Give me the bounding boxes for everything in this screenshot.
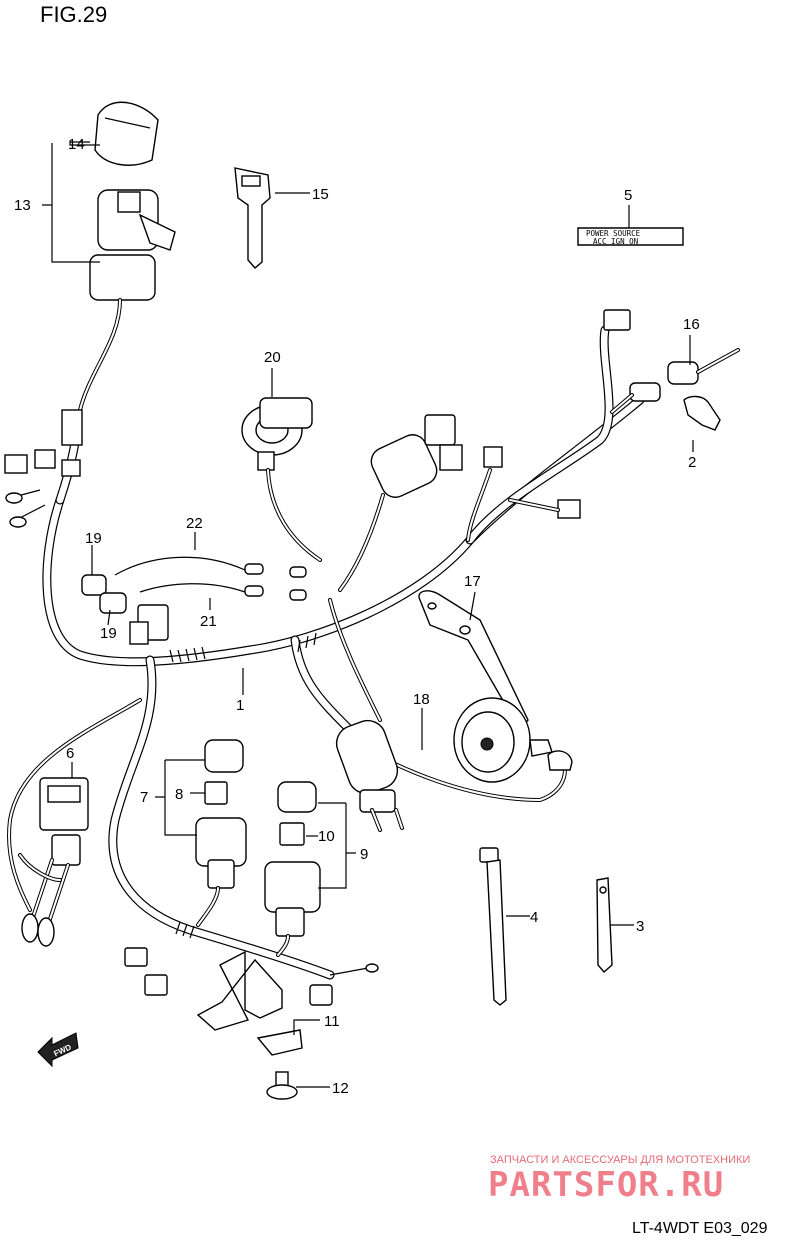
label-16: 16 xyxy=(683,316,700,333)
connector-16 xyxy=(603,309,740,414)
watermark-brand: PARTSFOR.RU xyxy=(488,1165,724,1205)
label-7: 7 xyxy=(140,789,148,806)
label-4: 4 xyxy=(530,909,538,926)
lead-wires-21-22 xyxy=(114,556,307,601)
label-21: 21 xyxy=(200,613,217,630)
fuse-holder-9 xyxy=(264,781,321,957)
horn-18 xyxy=(453,697,573,783)
handlebar-switch-20 xyxy=(241,397,322,562)
cable-tie-4 xyxy=(479,847,507,1006)
label-17: 17 xyxy=(464,573,481,590)
main-wiring-harness xyxy=(7,325,645,980)
label-19-top: 19 xyxy=(85,530,102,547)
fuse-holder-7 xyxy=(195,739,247,927)
label-14: 14 xyxy=(68,136,85,153)
label-3: 3 xyxy=(636,918,644,935)
label-22: 22 xyxy=(186,515,203,532)
bracket-11 xyxy=(124,947,379,1056)
part-labels: 14 13 15 5 16 2 20 19 22 21 19 17 1 18 6… xyxy=(14,136,700,1097)
label-8: 8 xyxy=(175,786,183,803)
label-18: 18 xyxy=(413,691,430,708)
label-15: 15 xyxy=(312,186,329,203)
decal-line-2: ACC IGN ON xyxy=(593,237,638,246)
label-10: 10 xyxy=(318,828,335,845)
figure-code: LT-4WDT E03_029 xyxy=(632,1220,768,1237)
leader-lines xyxy=(42,141,694,1088)
label-20: 20 xyxy=(264,349,281,366)
ignition-switch-assembly xyxy=(4,101,176,528)
clamp-3 xyxy=(596,877,613,973)
power-source-decal: POWER SOURCE ACC IGN ON xyxy=(577,227,684,246)
label-5: 5 xyxy=(624,187,632,204)
ignition-coil xyxy=(335,719,404,832)
clamp-2 xyxy=(683,395,721,431)
watermark: ЗАПЧАСТИ И АКСЕССУАРЫ ДЛЯ МОТОТЕХНИКИ PA… xyxy=(488,1154,750,1205)
label-6: 6 xyxy=(66,745,74,762)
label-13: 13 xyxy=(14,197,31,214)
label-12: 12 xyxy=(332,1080,349,1097)
label-1: 1 xyxy=(236,697,244,714)
bolt-12 xyxy=(266,1071,298,1100)
relay-6 xyxy=(18,777,89,947)
ignition-key xyxy=(234,167,271,269)
figure-title: FIG.29 xyxy=(40,2,107,27)
decal-line-1: POWER SOURCE xyxy=(586,229,641,238)
relay-assembly xyxy=(338,414,581,592)
label-2: 2 xyxy=(688,454,696,471)
label-11: 11 xyxy=(324,1013,340,1030)
label-9: 9 xyxy=(360,846,368,863)
forward-direction-arrow: FWD xyxy=(37,1032,79,1068)
label-19-bottom: 19 xyxy=(100,625,117,642)
watermark-caption: ЗАПЧАСТИ И АКСЕССУАРЫ ДЛЯ МОТОТЕХНИКИ xyxy=(490,1154,750,1166)
terminal-caps-19 xyxy=(81,574,169,645)
